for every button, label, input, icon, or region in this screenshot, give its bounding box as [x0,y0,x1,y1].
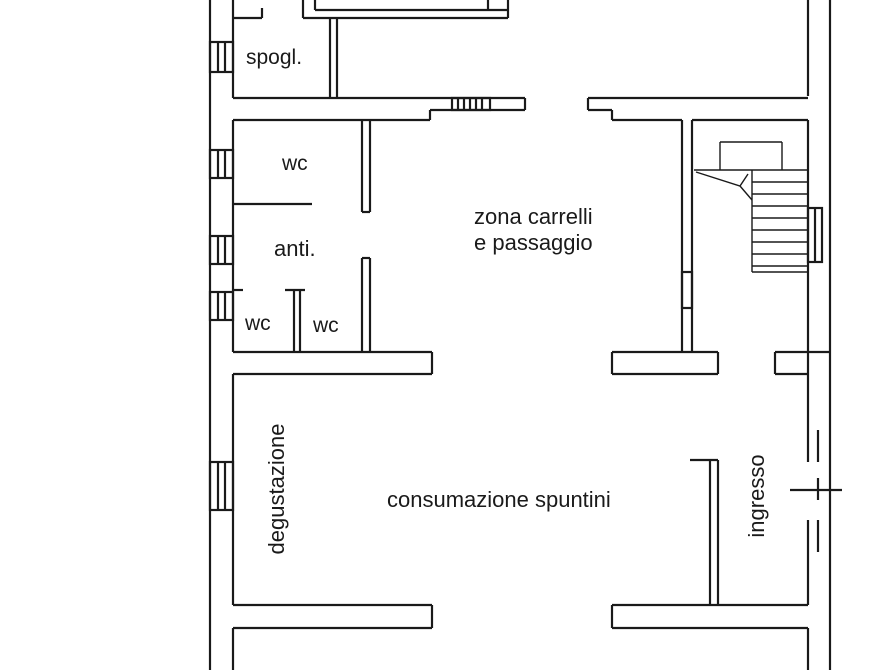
window-spogl [208,40,235,74]
wall-row-1 [233,96,808,122]
room-label-antibagno: anti. [274,236,316,261]
room-label-zona-carrelli-line2: e passaggio [474,230,593,255]
stairs [694,141,808,273]
room-label-wc-upper: wc [282,152,308,175]
room-label-consumazione: consumazione spuntini [387,487,611,512]
room-label-wc-lower-left: wc [245,312,271,335]
room-label-wc-lower-right: wc [313,314,339,337]
top-room-edge [301,0,832,670]
room-label-degustazione: degustazione [264,423,289,555]
room-label-zona-carrelli: zona carrelli e passaggio [474,204,593,256]
room-label-spogliatoio: spogl. [246,46,303,69]
wall-row-3 [231,603,810,670]
door-top-hatch [450,96,492,112]
wall-spogl [328,18,339,98]
ingresso-walls [690,374,842,605]
room-label-zona-carrelli-line1: zona carrelli [474,204,593,229]
wall-row-2 [233,350,830,376]
room-label-ingresso: ingresso [744,454,769,538]
stair-core [680,118,824,374]
windows-left-wall [208,148,235,512]
